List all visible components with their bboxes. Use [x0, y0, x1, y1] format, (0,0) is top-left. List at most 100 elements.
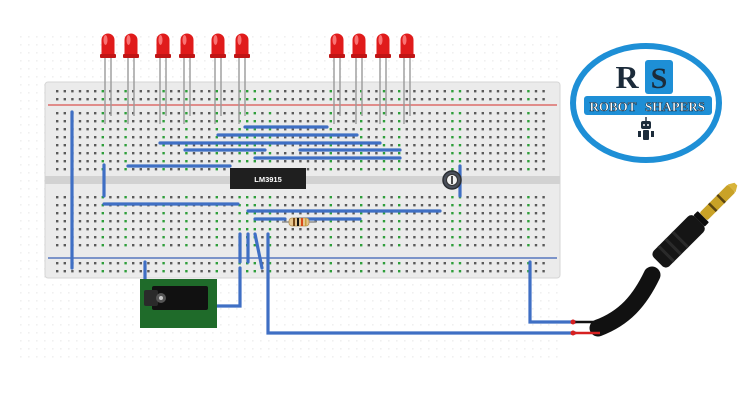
- breadboard-hole: [94, 270, 97, 273]
- breadboard-hole: [132, 136, 135, 139]
- breadboard-hole: [238, 128, 241, 131]
- breadboard-hole: [360, 144, 363, 147]
- breadboard-hole: [154, 112, 158, 115]
- breadboard-hole: [253, 136, 256, 139]
- breadboard-hole: [86, 144, 89, 147]
- breadboard-hole: [542, 270, 545, 273]
- breadboard-hole: [215, 144, 218, 147]
- breadboard-hole: [116, 112, 120, 115]
- breadboard-hole: [306, 160, 310, 163]
- breadboard-hole: [367, 160, 370, 163]
- breadboard-hole: [489, 90, 492, 93]
- breadboard-hole: [291, 236, 294, 239]
- breadboard-hole: [519, 112, 522, 115]
- breadboard-hole: [101, 120, 104, 123]
- breadboard-hole: [481, 168, 484, 171]
- breadboard-hole: [489, 196, 492, 199]
- breadboard-hole: [337, 90, 340, 93]
- breadboard-hole: [63, 128, 66, 131]
- breadboard-hole: [177, 120, 180, 123]
- breadboard-hole: [192, 236, 196, 239]
- breadboard-hole: [261, 244, 264, 247]
- breadboard-hole: [101, 270, 104, 273]
- breadboard-hole: [413, 112, 416, 115]
- breadboard-hole: [124, 128, 127, 131]
- breadboard-hole: [147, 152, 150, 155]
- breadboard-hole: [428, 160, 431, 163]
- breadboard-hole: [185, 244, 188, 247]
- breadboard-hole: [436, 90, 439, 93]
- breadboard-hole: [200, 144, 203, 147]
- breadboard-hole: [78, 220, 82, 223]
- breadboard-hole: [489, 152, 492, 155]
- breadboard-hole: [337, 160, 340, 163]
- breadboard-hole: [192, 228, 196, 231]
- breadboard-hole: [132, 112, 135, 115]
- breadboard-hole: [504, 262, 507, 265]
- breadboard-hole: [337, 220, 340, 223]
- breadboard-hole: [352, 270, 355, 273]
- breadboard-hole: [284, 270, 287, 273]
- breadboard-hole: [185, 120, 188, 123]
- breadboard-hole: [420, 196, 424, 199]
- dc-power-jack-icon: [140, 279, 217, 328]
- breadboard-hole: [534, 168, 538, 171]
- breadboard-hole: [413, 236, 416, 239]
- breadboard-hole: [504, 212, 507, 215]
- breadboard-hole: [390, 152, 393, 155]
- breadboard-hole: [367, 120, 370, 123]
- breadboard-hole: [284, 112, 287, 115]
- breadboard-hole: [162, 212, 165, 215]
- breadboard-hole: [208, 112, 211, 115]
- breadboard-hole: [496, 112, 500, 115]
- breadboard-hole: [474, 128, 477, 131]
- breadboard-hole: [246, 196, 249, 199]
- breadboard-hole: [56, 120, 59, 123]
- breadboard-hole: [268, 204, 272, 207]
- breadboard-hole: [299, 270, 302, 273]
- breadboard-hole: [177, 236, 180, 239]
- breadboard-hole: [116, 270, 120, 273]
- breadboard-hole: [405, 212, 408, 215]
- breadboard-hole: [284, 98, 287, 101]
- breadboard-hole: [337, 128, 340, 131]
- breadboard-hole: [405, 120, 408, 123]
- breadboard-hole: [322, 236, 325, 239]
- breadboard-hole: [109, 128, 112, 131]
- breadboard-hole: [519, 204, 522, 207]
- breadboard-hole: [299, 144, 302, 147]
- breadboard-hole: [94, 220, 97, 223]
- breadboard-hole: [466, 136, 469, 139]
- breadboard-hole: [147, 212, 150, 215]
- breadboard-hole: [154, 128, 158, 131]
- audio-terminal: [570, 319, 576, 325]
- breadboard-hole: [527, 152, 530, 155]
- breadboard-hole: [451, 212, 454, 215]
- breadboard-hole: [116, 244, 120, 247]
- breadboard-hole: [344, 152, 348, 155]
- breadboard-hole: [147, 244, 150, 247]
- breadboard-hole: [367, 212, 370, 215]
- breadboard-hole: [443, 236, 446, 239]
- breadboard-hole: [519, 270, 522, 273]
- breadboard-hole: [246, 144, 249, 147]
- breadboard-hole: [101, 98, 104, 101]
- breadboard-hole: [215, 244, 218, 247]
- breadboard-hole: [306, 168, 310, 171]
- breadboard-hole: [481, 220, 484, 223]
- breadboard-hole: [352, 120, 355, 123]
- breadboard-hole: [147, 262, 150, 265]
- breadboard-hole: [200, 152, 203, 155]
- breadboard-hole: [246, 136, 249, 139]
- breadboard-hole: [192, 196, 196, 199]
- breadboard-hole: [481, 144, 484, 147]
- breadboard-hole: [519, 228, 522, 231]
- breadboard-hole: [139, 120, 142, 123]
- breadboard-hole: [534, 152, 538, 155]
- led-icon: [155, 33, 171, 124]
- breadboard-hole: [512, 112, 515, 115]
- breadboard-hole: [291, 136, 294, 139]
- breadboard-hole: [101, 144, 104, 147]
- breadboard-hole: [147, 98, 150, 101]
- breadboard-hole: [390, 160, 393, 163]
